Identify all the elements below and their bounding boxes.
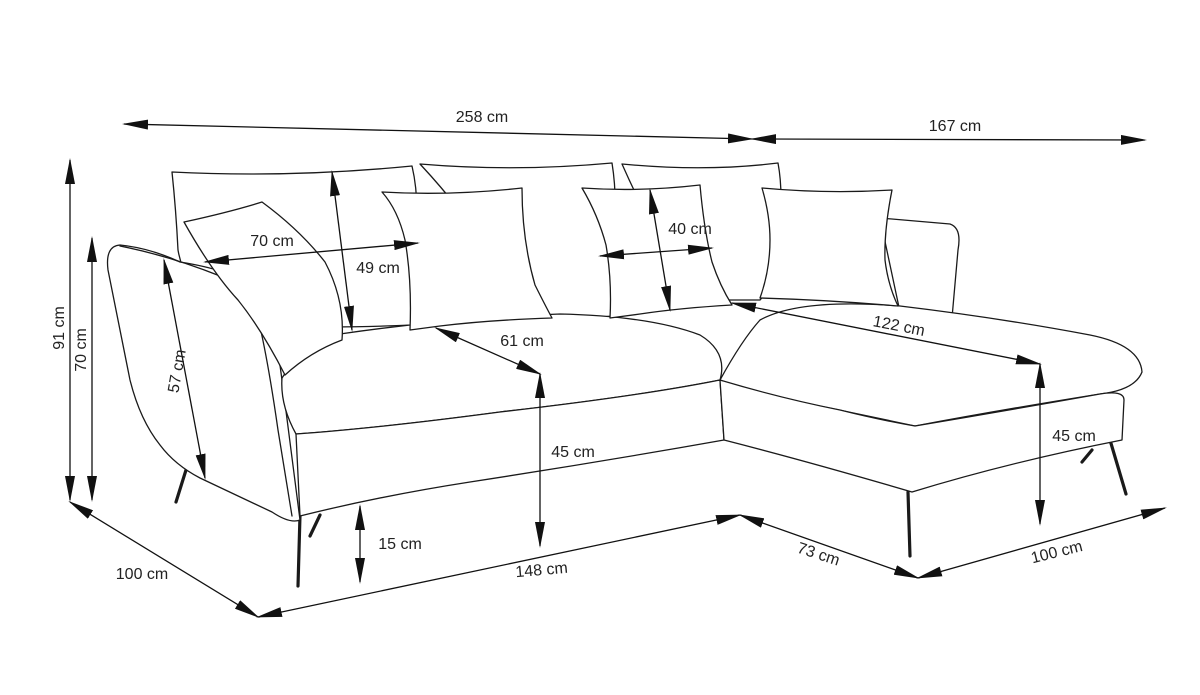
dim-line-pillow-width [203, 240, 420, 265]
sofa-drawing [106, 162, 1143, 588]
label-seat-depth: 61 cm [500, 333, 544, 350]
label-seat-height-left: 45 cm [551, 444, 595, 461]
dim-line-front-length [256, 514, 742, 618]
label-chaise-depth: 100 cm [1029, 538, 1084, 567]
label-front-length: 148 cm [515, 560, 569, 582]
dim-line-armrest-diagonal [163, 258, 206, 480]
dimension-lines [65, 119, 1167, 619]
right-back-section [879, 217, 960, 319]
label-leg-height: 15 cm [378, 536, 422, 553]
dim-line-seat-depth [434, 327, 542, 375]
label-side-depth: 100 cm [116, 566, 168, 583]
dim-line-chaise-depth [916, 507, 1167, 579]
dim-line-chaise-front-width [738, 514, 920, 579]
dim-line-total-width [122, 119, 754, 144]
label-pillow-width: 70 cm [250, 233, 294, 250]
dim-line-small-pillow-height [649, 188, 671, 312]
label-chaise-front-width: 73 cm [795, 540, 842, 570]
dim-line-pillow-height [330, 170, 354, 332]
label-small-pillow-width: 40 cm [668, 221, 712, 238]
chaise-section [719, 303, 1143, 493]
dim-line-chaise-length [730, 302, 1042, 365]
label-pillow-height: 49 cm [356, 260, 400, 277]
dim-line-side-depth [68, 500, 260, 619]
label-seat-height-right: 45 cm [1052, 428, 1096, 445]
label-chaise-width: 167 cm [929, 118, 981, 135]
dim-line-chaise-width [750, 134, 1147, 145]
label-armrest-height: 70 cm [73, 328, 90, 372]
label-total-height: 91 cm [51, 306, 68, 350]
label-total-width: 258 cm [456, 109, 508, 126]
